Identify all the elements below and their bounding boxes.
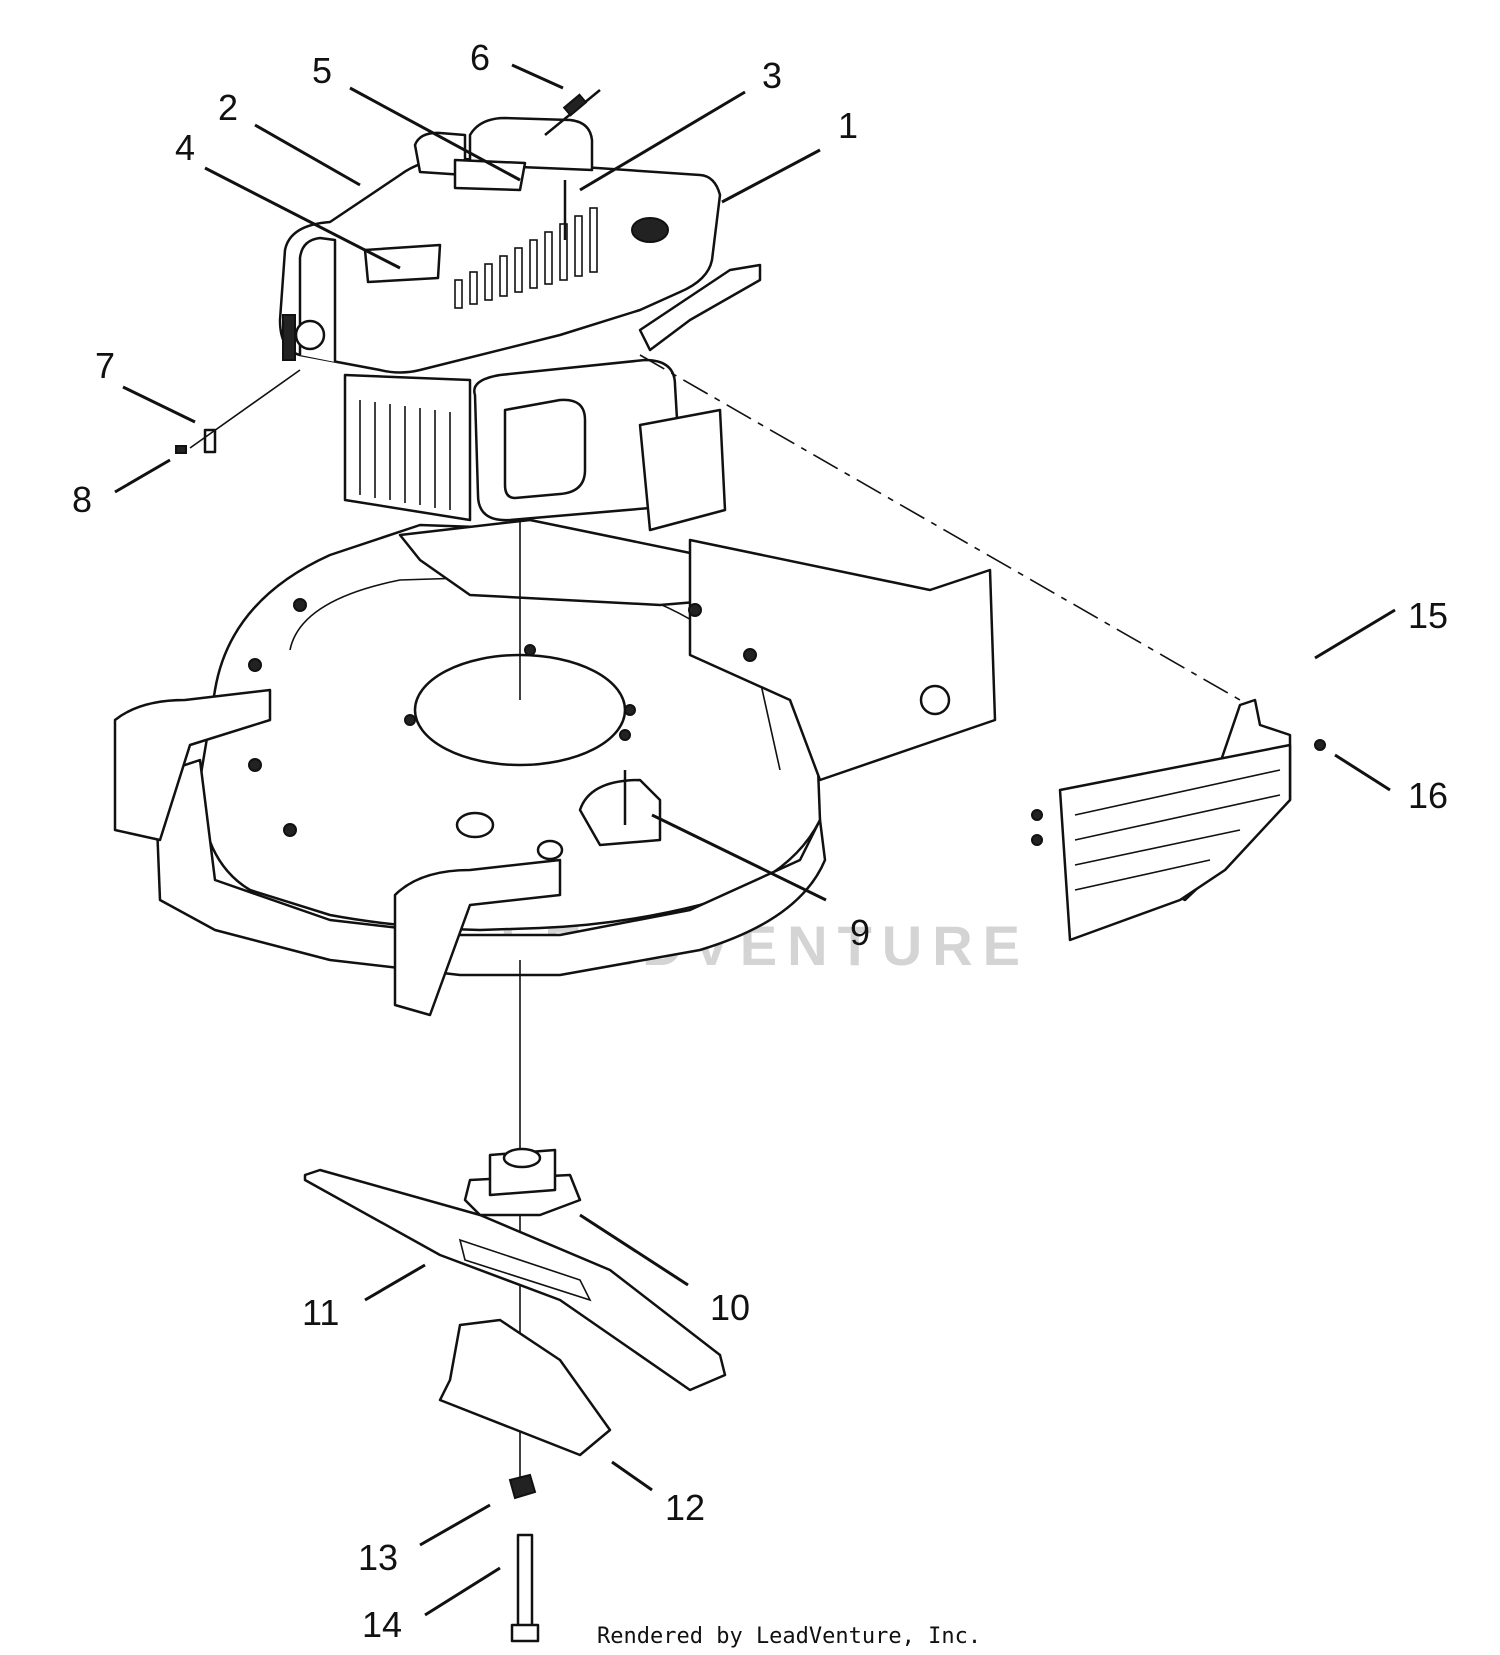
front-right-guard [393,858,562,1017]
leader-8 [114,458,171,494]
leader-6 [511,63,564,90]
deck-bolts [248,598,757,837]
front-left-guard [113,688,272,842]
handle-mount-left [638,408,727,532]
starter-handle-pocket [503,398,587,500]
callout-13: 13 [358,1537,398,1578]
callout-15: 15 [1408,595,1448,636]
primer-bulb [631,217,669,243]
leader-2 [254,123,361,187]
leader-7 [122,385,196,424]
decal-4 [363,243,442,284]
mower-deck [113,408,997,1017]
leader-13 [419,1503,491,1547]
deck-skirt [153,758,827,977]
dashed-reference-line [639,354,1241,701]
control-bracket [638,263,762,352]
adapter-bore [502,1147,542,1169]
fuel-cap [294,319,326,351]
leader-15 [1314,608,1396,660]
rear-guard-assembly [1031,698,1326,942]
bolt-14-head [510,1623,540,1643]
leader-5 [349,86,521,182]
callout-14: 14 [362,1604,402,1645]
engine-block [343,373,472,522]
blade-assembly [303,1147,727,1643]
screw-left-b [1031,834,1043,846]
blade-stiffener-12 [438,1318,612,1457]
leader-lines [114,63,1396,1617]
screw-8 [175,445,187,454]
callout-9: 9 [850,912,870,953]
height-boss [455,811,495,839]
callout-12: 12 [665,1487,705,1528]
leader-3 [579,90,746,192]
cylinder-fins [359,400,451,510]
callout-11: 11 [302,1292,339,1333]
screw-16 [1314,739,1326,751]
leader-10 [579,1213,689,1287]
top-cover [468,116,594,172]
clip-7 [203,428,217,454]
clip-axis [189,369,301,449]
leader-16 [1334,753,1391,792]
callout-16: 16 [1408,775,1448,816]
leader-1 [721,148,821,204]
callout-3: 3 [762,55,782,96]
callout-1: 1 [838,105,858,146]
nut-13 [508,1473,537,1500]
render-credit: Rendered by LeadVenture, Inc. [597,1624,981,1649]
callout-2: 2 [218,87,238,128]
callout-10: 10 [710,1287,750,1328]
blade-11 [303,1168,727,1392]
shroud-grille [282,314,296,361]
leader-4 [204,166,401,270]
callout-6: 6 [470,37,490,78]
shroud-vents [454,207,598,309]
callout-7: 7 [95,345,115,386]
cable-end [562,93,588,117]
leader-12 [611,1460,653,1492]
callout-5: 5 [312,50,332,91]
decal-5 [453,158,527,192]
engine-assembly [175,89,762,522]
rear-guard-grille [1058,743,1292,942]
screw-left-a [1031,809,1043,821]
callout-4: 4 [175,127,195,168]
leader-11 [364,1263,426,1302]
rear-bracket [688,538,997,782]
callout-labels: 1 2 3 4 5 6 7 8 9 10 11 12 13 14 15 16 [72,37,1448,1645]
callout-8: 8 [72,479,92,520]
grille-slots [1074,769,1281,891]
leader-9 [651,813,827,902]
leader-14 [424,1566,501,1617]
blade-center-slot [458,1238,592,1302]
spacer-boss [536,839,564,861]
handle-pivot [919,684,951,716]
